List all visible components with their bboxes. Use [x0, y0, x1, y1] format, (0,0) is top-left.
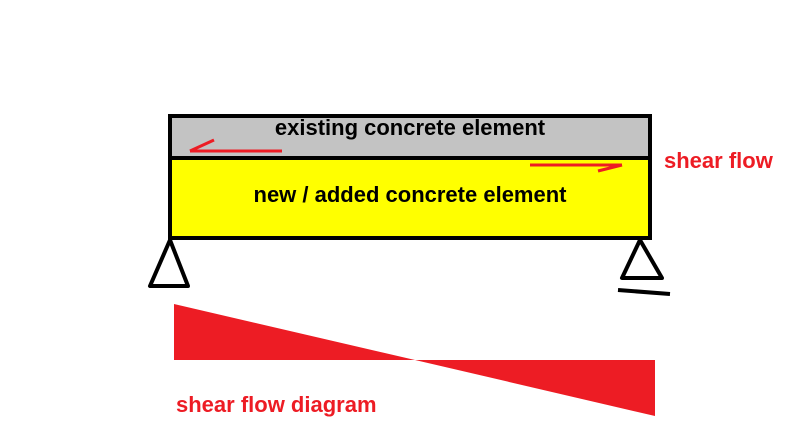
shear-arrow-right [530, 163, 623, 173]
shear-flow-diagram-positive [174, 304, 415, 360]
new-concrete-element [168, 156, 652, 240]
pin-support-left [148, 238, 190, 288]
shear-flow-diagram-negative [415, 360, 655, 416]
roller-support-right [617, 238, 671, 296]
shear-flow-diagram-label: shear flow diagram [176, 392, 377, 417]
shear-flow-label: shear flow [664, 148, 773, 173]
existing-element-label: existing concrete element [274, 115, 546, 140]
shear-arrow-left [189, 138, 282, 153]
new-element-label: new / added concrete element [253, 182, 567, 207]
